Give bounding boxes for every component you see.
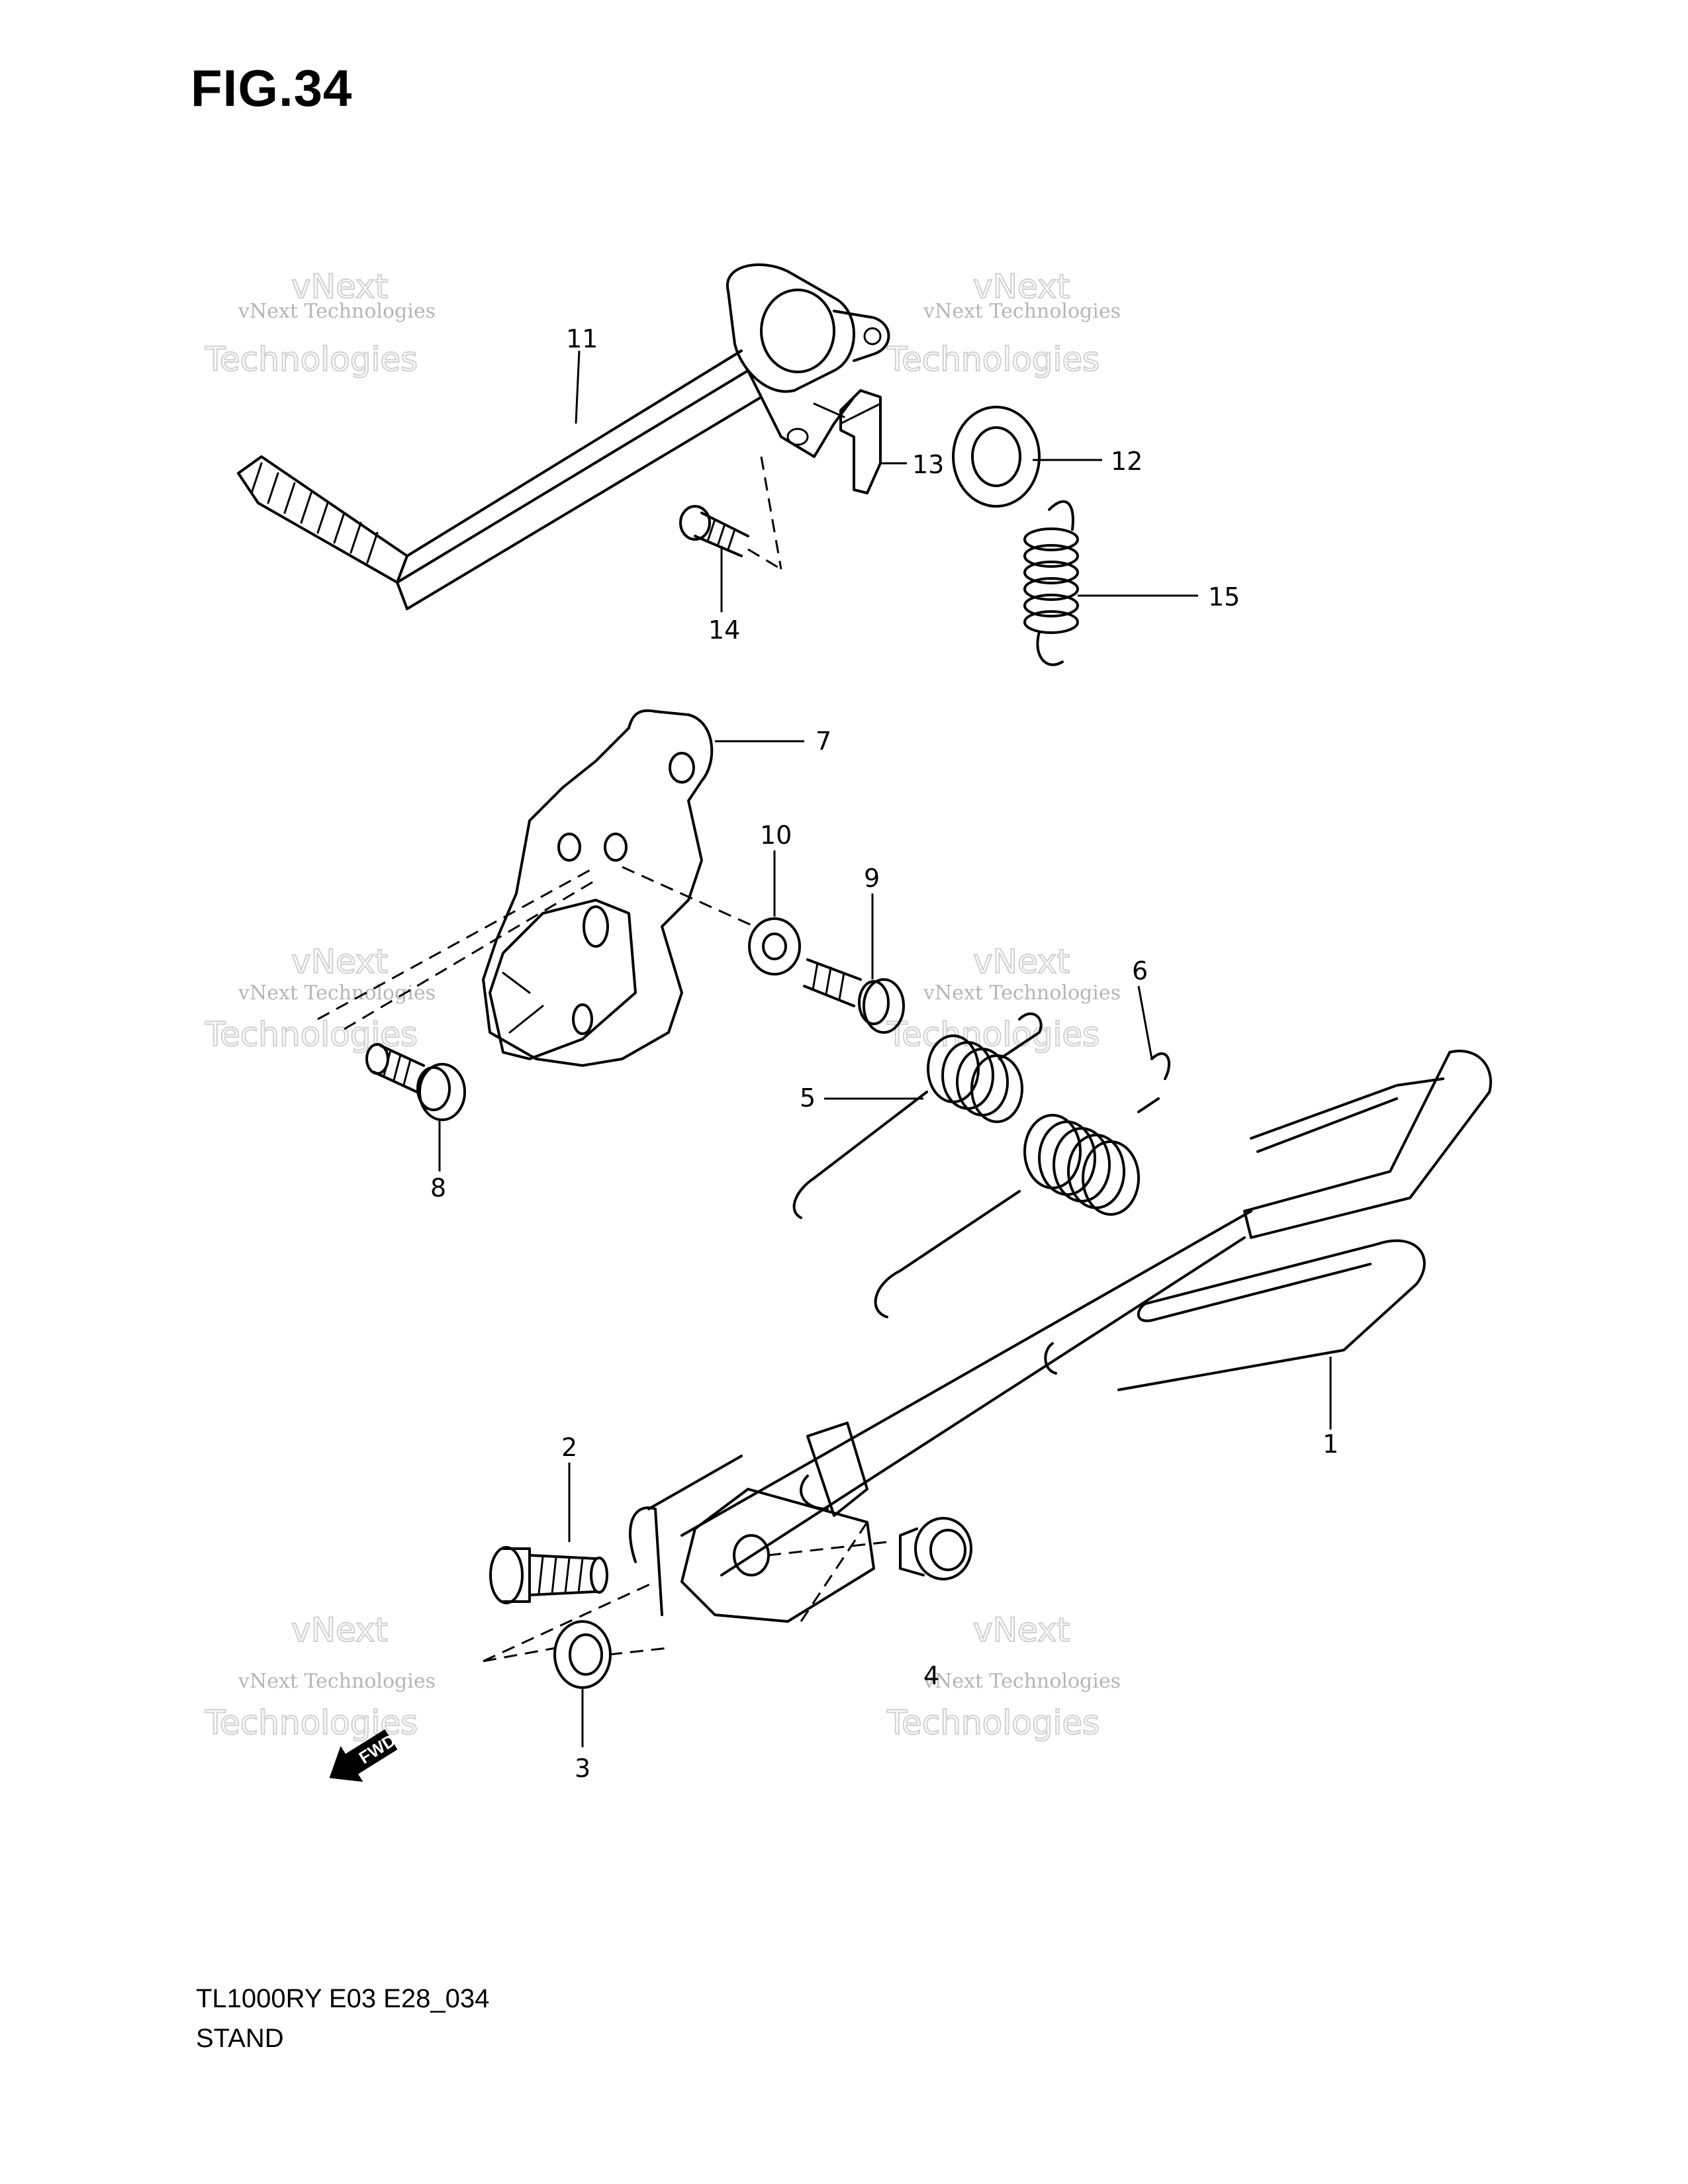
watermark-mid-left: vNext Technologies vNext Technologies	[204, 942, 436, 1054]
callout-6: 6	[1132, 956, 1148, 985]
callout-5: 5	[800, 1083, 816, 1113]
leader-lines	[438, 350, 1332, 1747]
callout-14: 14	[708, 615, 740, 645]
svg-text:vNext: vNext	[291, 1611, 388, 1649]
callout-13: 13	[912, 450, 944, 479]
part-5-spring	[792, 1012, 1043, 1219]
svg-text:vNext: vNext	[291, 267, 388, 306]
watermark-top-center: vNext Technologies vNext Technologies	[886, 267, 1121, 379]
part-7-bracket	[317, 709, 755, 1067]
figure-title: FIG.34	[191, 59, 353, 117]
svg-text:Technologies: Technologies	[886, 340, 1100, 379]
part-13-clip	[813, 389, 882, 494]
part-9-bolt	[803, 958, 905, 1034]
svg-text:vNext: vNext	[973, 942, 1070, 981]
callout-8: 8	[430, 1173, 446, 1203]
callout-11: 11	[566, 324, 598, 353]
callout-15: 15	[1208, 582, 1240, 612]
callout-12: 12	[1111, 447, 1143, 476]
part-1-stand	[629, 1050, 1492, 1623]
watermark-bottom-center: vNext Technologies vNext Technologies	[886, 1610, 1121, 1743]
part-8-bolt	[365, 1043, 466, 1121]
watermark-bottom-left: vNext Technologies vNext Technologies	[204, 1610, 436, 1743]
callout-9: 9	[864, 864, 880, 893]
part-3-washer	[483, 1580, 669, 1689]
svg-text:Technologies: Technologies	[886, 1015, 1100, 1054]
callout-numbers: 11 13 12 15 14 7 10 9 6 5 8 1 2 4 3	[430, 324, 1338, 1783]
svg-text:vNext Technologies: vNext Technologies	[923, 981, 1121, 1005]
callout-10: 10	[760, 821, 792, 850]
svg-text:vNext Technologies: vNext Technologies	[238, 981, 436, 1005]
part-11-lever	[237, 263, 890, 610]
callout-3: 3	[575, 1754, 590, 1783]
callout-4: 4	[923, 1661, 939, 1690]
svg-text:vNext: vNext	[973, 267, 1070, 306]
svg-text:Technologies: Technologies	[205, 340, 418, 379]
part-6-spring	[874, 1052, 1171, 1318]
svg-text:vNext Technologies: vNext Technologies	[923, 1670, 1121, 1693]
section-name: STAND	[196, 2024, 284, 2053]
part-10-washer	[748, 917, 801, 976]
svg-text:vNext Technologies: vNext Technologies	[238, 1670, 436, 1693]
callout-1: 1	[1323, 1430, 1338, 1459]
watermark-top-left: vNext Technologies vNext Technologies	[204, 267, 436, 379]
model-code: TL1000RY E03 E28_034	[196, 1984, 490, 2013]
callout-7: 7	[816, 727, 831, 756]
part-4-collar	[899, 1517, 972, 1580]
watermark-mid-center: vNext Technologies vNext Technologies	[886, 942, 1121, 1054]
svg-text:vNext Technologies: vNext Technologies	[238, 300, 436, 323]
part-12-washer	[952, 406, 1041, 508]
callout-2: 2	[561, 1433, 577, 1462]
svg-text:vNext Technologies: vNext Technologies	[923, 300, 1121, 323]
svg-text:vNext: vNext	[291, 942, 388, 981]
part-14-bolt	[679, 505, 749, 557]
svg-text:Technologies: Technologies	[886, 1704, 1100, 1742]
part-2-bolt	[489, 1546, 608, 1604]
svg-text:vNext: vNext	[973, 1611, 1070, 1649]
part-15-spring	[1023, 500, 1079, 666]
